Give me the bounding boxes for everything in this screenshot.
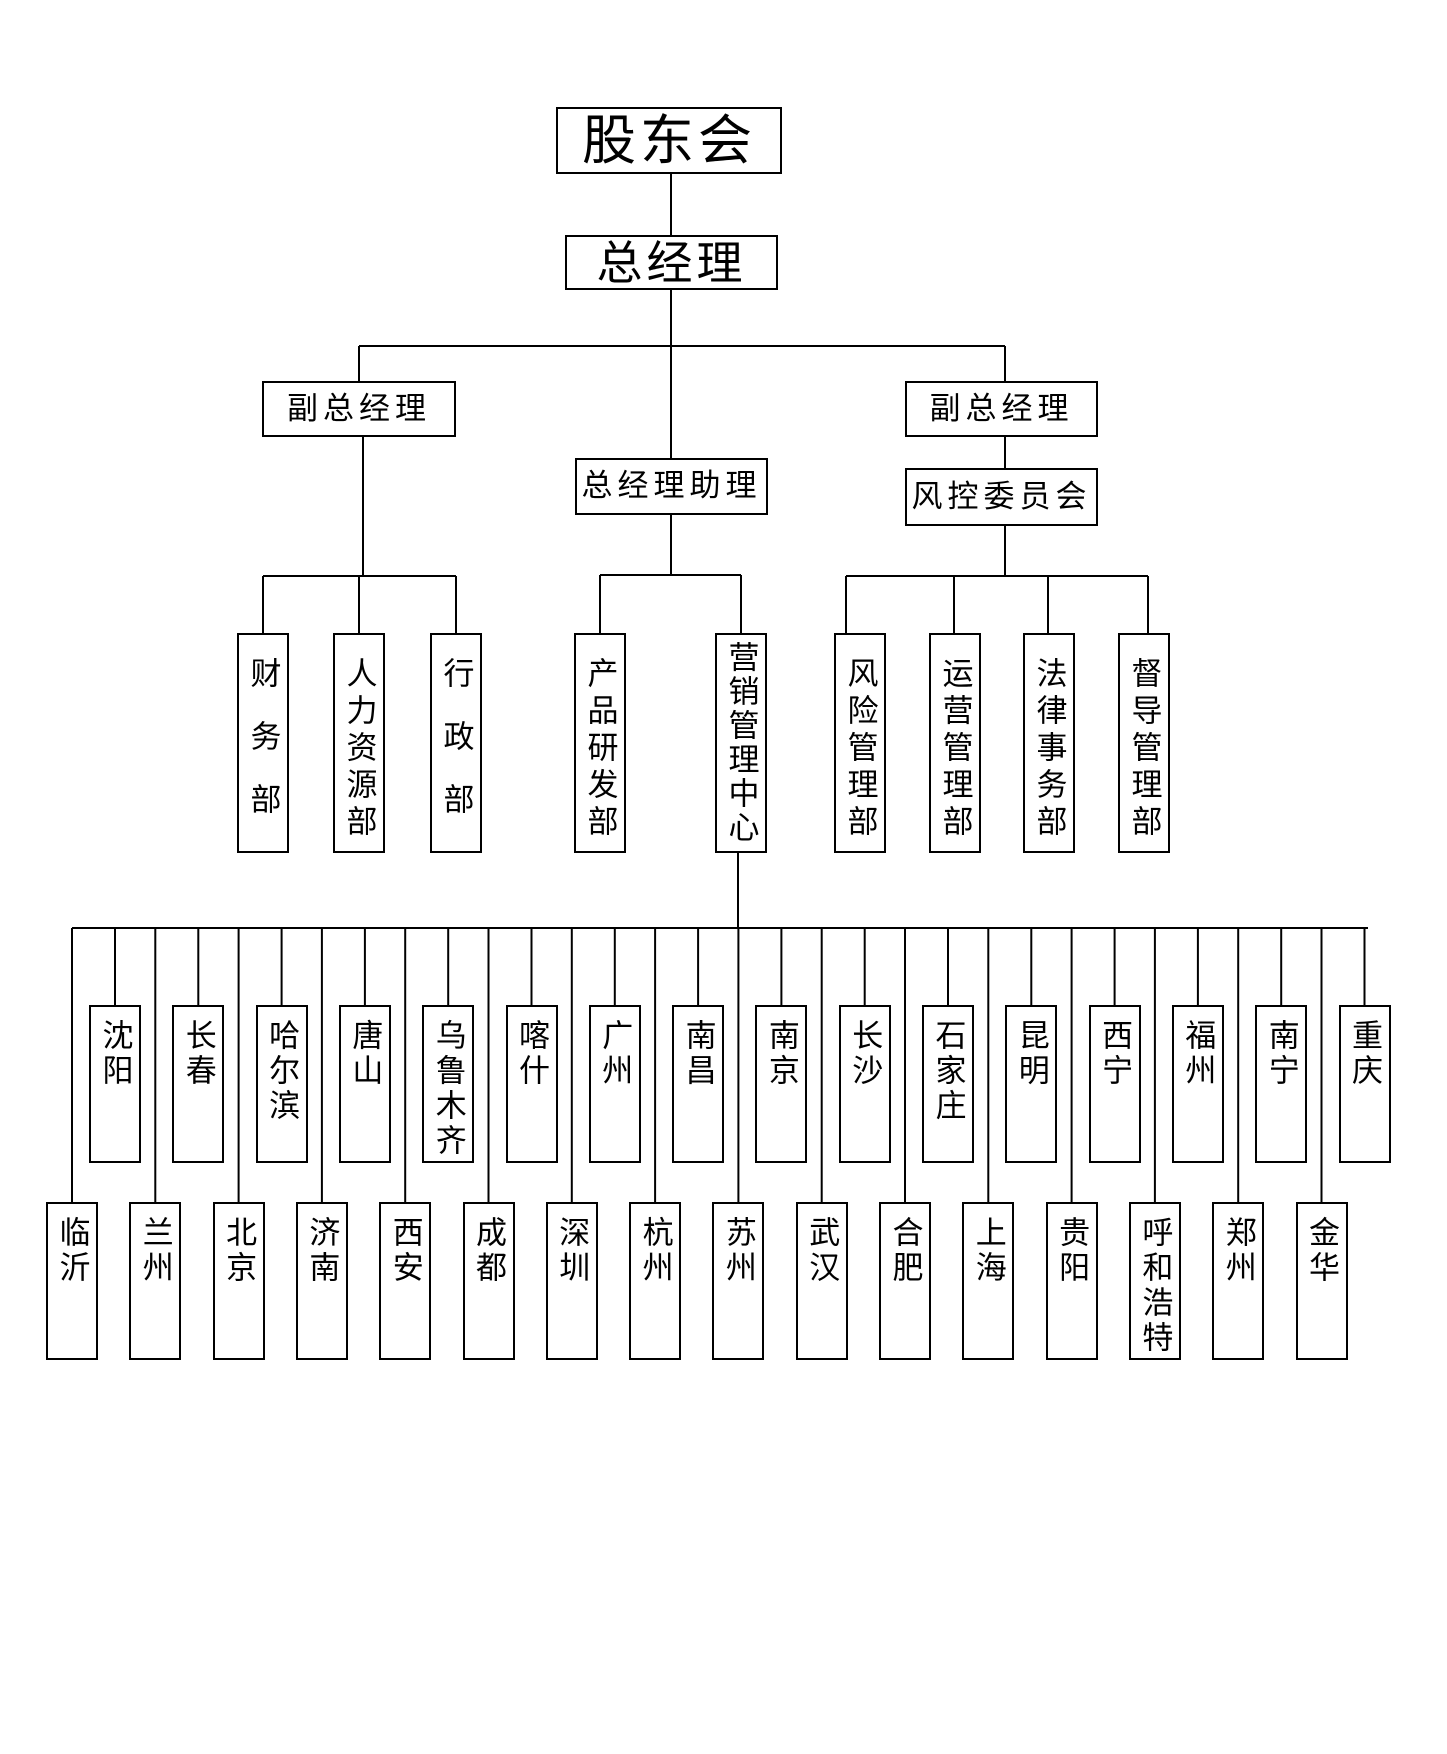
- department-risk: 风险管理部: [834, 633, 886, 853]
- branch-label: 郑州: [1219, 1216, 1256, 1286]
- branch-label: 长春: [179, 1019, 216, 1089]
- branch-box: 武汉: [795, 1202, 848, 1360]
- branch-box: 兰州: [129, 1202, 182, 1360]
- department-admin: 行政部: [430, 633, 482, 853]
- branch-box: 长春: [172, 1005, 225, 1163]
- department-label: 产品研发部: [581, 657, 618, 842]
- branch-label: 苏州: [719, 1216, 756, 1286]
- vice-gm-left-label: 副总经理: [287, 390, 431, 427]
- branch-box: 重庆: [1338, 1005, 1391, 1163]
- branch-box: 哈尔滨: [255, 1005, 308, 1163]
- branch-box: 郑州: [1212, 1202, 1265, 1360]
- branch-box: 西安: [379, 1202, 432, 1360]
- branch-box: 贵阳: [1045, 1202, 1098, 1360]
- general-manager-box: 总经理: [565, 235, 778, 290]
- branch-box: 合肥: [879, 1202, 931, 1360]
- branch-label: 长沙: [846, 1019, 883, 1089]
- general-manager-label: 总经理: [596, 235, 747, 290]
- branch-label: 乌鲁木齐: [429, 1019, 466, 1159]
- branch-box: 上海: [962, 1202, 1015, 1360]
- branch-box: 广州: [588, 1005, 641, 1163]
- branch-label: 深圳: [553, 1216, 590, 1286]
- vice-gm-left-box: 副总经理: [262, 381, 456, 437]
- shareholders-box: 股东会: [556, 107, 782, 174]
- branch-label: 贵阳: [1053, 1216, 1090, 1286]
- branch-label: 南京: [762, 1019, 799, 1089]
- branch-label: 哈尔滨: [263, 1019, 300, 1124]
- branch-label: 喀什: [513, 1019, 549, 1089]
- branch-box: 石家庄: [922, 1005, 974, 1163]
- branch-box: 福州: [1171, 1005, 1224, 1163]
- branch-box: 北京: [212, 1202, 265, 1360]
- branch-label: 广州: [596, 1019, 633, 1089]
- branch-box: 昆明: [1005, 1005, 1058, 1163]
- branch-box: 南宁: [1255, 1005, 1308, 1163]
- department-product-rd: 产品研发部: [574, 633, 626, 853]
- branch-label: 石家庄: [929, 1019, 966, 1124]
- department-operations: 运营管理部: [929, 633, 981, 853]
- branch-box: 乌鲁木齐: [422, 1005, 475, 1163]
- department-label: 督导管理部: [1125, 657, 1162, 842]
- vice-gm-right-box: 副总经理: [905, 381, 1098, 437]
- branch-box: 临沂: [46, 1202, 98, 1360]
- branch-label: 北京: [220, 1216, 257, 1286]
- department-finance: 财务部: [237, 633, 289, 853]
- risk-committee-label: 风控委员会: [911, 478, 1092, 515]
- branch-label: 重庆: [1346, 1019, 1382, 1089]
- branch-box: 长沙: [838, 1005, 891, 1163]
- branch-box: 深圳: [545, 1202, 598, 1360]
- department-legal: 法律事务部: [1023, 633, 1075, 853]
- branch-box: 西宁: [1088, 1005, 1141, 1163]
- department-label: 运营管理部: [936, 657, 973, 842]
- branch-box: 唐山: [338, 1005, 391, 1163]
- department-label: 行政部: [437, 657, 474, 846]
- branch-label: 昆明: [1012, 1019, 1049, 1089]
- branch-label: 合肥: [886, 1216, 923, 1286]
- branch-box: 呼和浩特: [1128, 1202, 1181, 1360]
- branch-box: 沈阳: [89, 1005, 141, 1163]
- branch-label: 西宁: [1096, 1019, 1133, 1089]
- department-label: 财务部: [244, 657, 281, 846]
- branch-box: 南昌: [672, 1005, 725, 1163]
- branch-box: 杭州: [629, 1202, 682, 1360]
- branch-label: 临沂: [53, 1216, 90, 1286]
- department-supervision: 督导管理部: [1118, 633, 1170, 853]
- department-marketing-center: 营销管理中心: [715, 633, 767, 853]
- branch-label: 呼和浩特: [1136, 1216, 1173, 1356]
- branch-label: 兰州: [136, 1216, 173, 1286]
- gm-assistant-label: 总经理助理: [581, 468, 762, 504]
- branch-box: 济南: [295, 1202, 348, 1360]
- branch-label: 沈阳: [96, 1019, 133, 1089]
- branch-label: 成都: [470, 1216, 506, 1286]
- risk-committee-box: 风控委员会: [905, 468, 1098, 526]
- branch-box: 金华: [1295, 1202, 1348, 1360]
- branch-label: 南昌: [679, 1019, 716, 1089]
- branch-label: 金华: [1303, 1216, 1339, 1286]
- gm-assistant-box: 总经理助理: [575, 458, 768, 515]
- department-label: 法律事务部: [1030, 657, 1067, 842]
- branch-label: 南宁: [1262, 1019, 1299, 1089]
- vice-gm-right-label: 副总经理: [929, 390, 1074, 427]
- branch-box: 南京: [755, 1005, 808, 1163]
- branch-box: 喀什: [505, 1005, 558, 1163]
- branch-box: 成都: [462, 1202, 515, 1360]
- branch-label: 上海: [969, 1216, 1006, 1286]
- branch-label: 济南: [303, 1216, 340, 1286]
- branch-label: 武汉: [803, 1216, 840, 1286]
- branch-label: 杭州: [636, 1216, 673, 1286]
- department-label: 人力资源部: [340, 657, 377, 842]
- branch-label: 西安: [386, 1216, 423, 1286]
- branch-label: 唐山: [346, 1019, 383, 1089]
- department-label: 风险管理部: [841, 657, 878, 842]
- branch-label: 福州: [1179, 1019, 1216, 1089]
- department-label: 营销管理中心: [722, 641, 759, 845]
- branch-box: 苏州: [712, 1202, 765, 1360]
- shareholders-label: 股东会: [582, 108, 756, 172]
- department-hr: 人力资源部: [333, 633, 385, 853]
